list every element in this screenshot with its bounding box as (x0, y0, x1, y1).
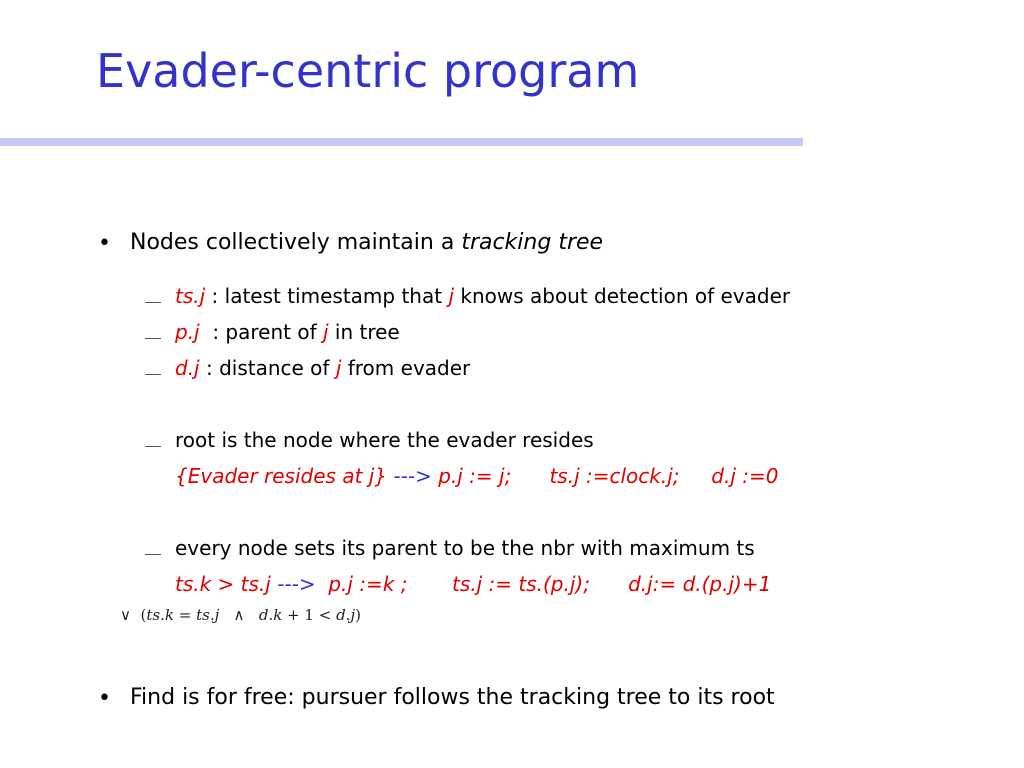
sub-item-p: p.j : parent of j in tree (175, 320, 400, 344)
bullet-find-free: Find is for free: pursuer follows the tr… (130, 685, 775, 710)
bullet-text: Nodes collectively maintain a (130, 230, 462, 255)
bullet-dot: • (98, 686, 111, 711)
code-guard: ts.k > ts.j (175, 572, 278, 596)
sub-bullet-dash (145, 302, 161, 303)
sub-text: : distance of (199, 356, 336, 380)
var-j: j (448, 284, 454, 308)
sub-text: from evader (341, 356, 471, 380)
code-arrow: ---> (393, 464, 432, 488)
title-underline (0, 138, 803, 146)
sub-text: : latest timestamp that (205, 284, 449, 308)
sub-text: in tree (328, 320, 400, 344)
var-p: p.j (175, 320, 200, 344)
math-var: d.j (336, 606, 356, 624)
sub-text: knows about detection of evader (454, 284, 791, 308)
math-var: d.k (258, 606, 283, 624)
sub-bullet-dash (145, 554, 161, 555)
sub-text: : parent of (199, 320, 323, 344)
bullet-emphasis: tracking tree (461, 230, 604, 255)
and-symbol: ∧ (219, 606, 259, 624)
math-op: + 1 < (282, 606, 337, 624)
or-symbol: ∨ (120, 606, 131, 624)
math-paren: ( (140, 606, 147, 624)
var-j: j (322, 320, 329, 344)
math-var: ts.j (196, 606, 220, 624)
sub-item-root: root is the node where the evader reside… (175, 428, 594, 452)
page-title: Evader-centric program (96, 44, 640, 98)
var-ts: ts.j (175, 284, 206, 308)
var-d: d.j (175, 356, 200, 380)
sub-item-ts: ts.j : latest timestamp that j knows abo… (175, 284, 790, 308)
bullet-tracking-tree: Nodes collectively maintain a tracking t… (130, 230, 603, 255)
math-op: = (173, 606, 197, 624)
math-paren: ) (355, 606, 361, 624)
code-root-action: {Evader resides at j} ---> p.j := j; ts.… (175, 464, 778, 488)
sub-bullet-dash (145, 446, 161, 447)
sub-bullet-dash (145, 374, 161, 375)
var-j: j (335, 356, 342, 380)
math-var: ts.k (146, 606, 174, 624)
sub-item-every-node: every node sets its parent to be the nbr… (175, 536, 755, 560)
code-action: p.j := j; ts.j :=clock.j; d.j :=0 (431, 464, 779, 488)
code-action: p.j :=k ; ts.j := ts.(p.j); d.j:= d.(p.j… (315, 572, 772, 596)
code-every-action: ts.k > ts.j ---> p.j :=k ; ts.j := ts.(p… (175, 572, 771, 596)
sub-bullet-dash (145, 338, 161, 339)
code-arrow: ---> (277, 572, 316, 596)
bullet-dot: • (98, 231, 111, 256)
code-guard: {Evader resides at j} (175, 464, 394, 488)
math-condition: ∨ (ts.k = ts.j ∧ d.k + 1 < d.j) (120, 606, 361, 624)
sub-item-d: d.j : distance of j from evader (175, 356, 470, 380)
